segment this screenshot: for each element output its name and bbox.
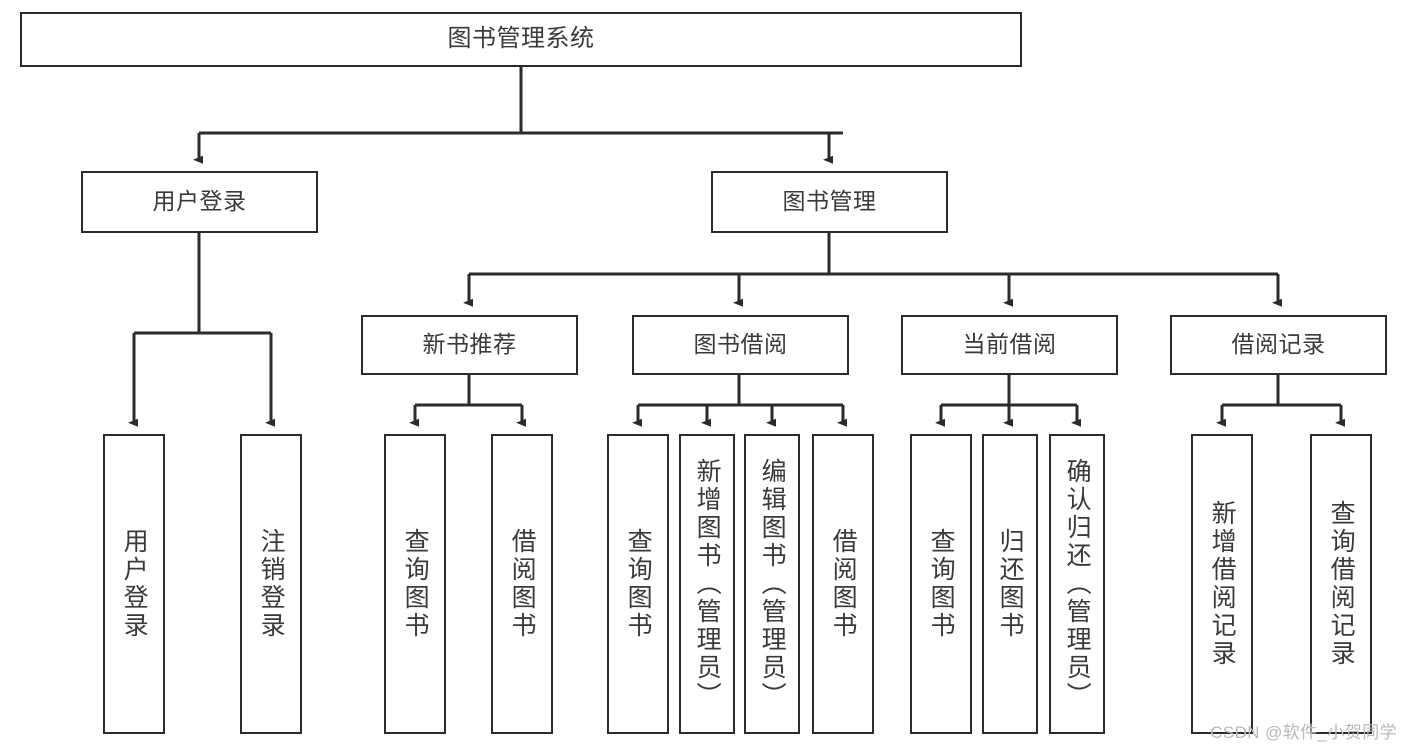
node-label: 编辑图书（管理员）	[758, 458, 787, 710]
node-user-login[interactable]: 用户登录	[81, 171, 318, 233]
node-label: 新书推荐	[422, 331, 517, 358]
leaf-current-borrow-confirm-return-admin[interactable]: 确认归还（管理员）	[1049, 434, 1105, 734]
leaf-new-book-query-book[interactable]: 查询图书	[384, 434, 446, 734]
node-label: 新增借阅记录	[1208, 500, 1237, 668]
leaf-logout[interactable]: 注销登录	[240, 434, 302, 734]
leaf-borrow-record-query-record[interactable]: 查询借阅记录	[1310, 434, 1372, 734]
node-label: 归还图书	[996, 528, 1025, 640]
node-label: 图书管理系统	[447, 25, 595, 53]
node-label: 借阅图书	[829, 528, 858, 640]
node-label: 查询图书	[927, 528, 956, 640]
node-label: 图书管理	[782, 188, 877, 215]
node-label: 用户登录	[120, 528, 149, 640]
leaf-current-borrow-return-book[interactable]: 归还图书	[982, 434, 1038, 734]
node-label: 查询图书	[624, 528, 653, 640]
leaf-user-login[interactable]: 用户登录	[103, 434, 165, 734]
node-borrow-record[interactable]: 借阅记录	[1170, 315, 1387, 375]
node-label: 查询图书	[401, 528, 430, 640]
node-label: 确认归还（管理员）	[1063, 458, 1092, 710]
node-new-book-recommend[interactable]: 新书推荐	[361, 315, 578, 375]
node-label: 注销登录	[257, 528, 286, 640]
leaf-new-book-borrow-book[interactable]: 借阅图书	[491, 434, 553, 734]
node-label: 新增图书（管理员）	[693, 458, 722, 710]
node-label: 用户登录	[152, 188, 247, 215]
node-label: 图书借阅	[693, 331, 788, 358]
leaf-book-borrow-edit-book-admin[interactable]: 编辑图书（管理员）	[744, 434, 800, 734]
node-label: 当前借阅	[962, 331, 1057, 358]
node-label: 借阅记录	[1231, 331, 1326, 358]
leaf-borrow-record-add-record[interactable]: 新增借阅记录	[1191, 434, 1253, 734]
node-label: 借阅图书	[508, 528, 537, 640]
leaf-book-borrow-add-book-admin[interactable]: 新增图书（管理员）	[679, 434, 735, 734]
leaf-current-borrow-query-book[interactable]: 查询图书	[910, 434, 972, 734]
node-book-management[interactable]: 图书管理	[711, 171, 948, 233]
node-book-borrow[interactable]: 图书借阅	[632, 315, 849, 375]
watermark-csdn: CSDN @软件_小贺同学	[1210, 723, 1397, 742]
node-current-borrow[interactable]: 当前借阅	[901, 315, 1118, 375]
node-root-book-management-system[interactable]: 图书管理系统	[20, 12, 1022, 67]
leaf-book-borrow-borrow-book[interactable]: 借阅图书	[812, 434, 874, 734]
node-label: 查询借阅记录	[1327, 500, 1356, 668]
leaf-book-borrow-query-book[interactable]: 查询图书	[607, 434, 669, 734]
